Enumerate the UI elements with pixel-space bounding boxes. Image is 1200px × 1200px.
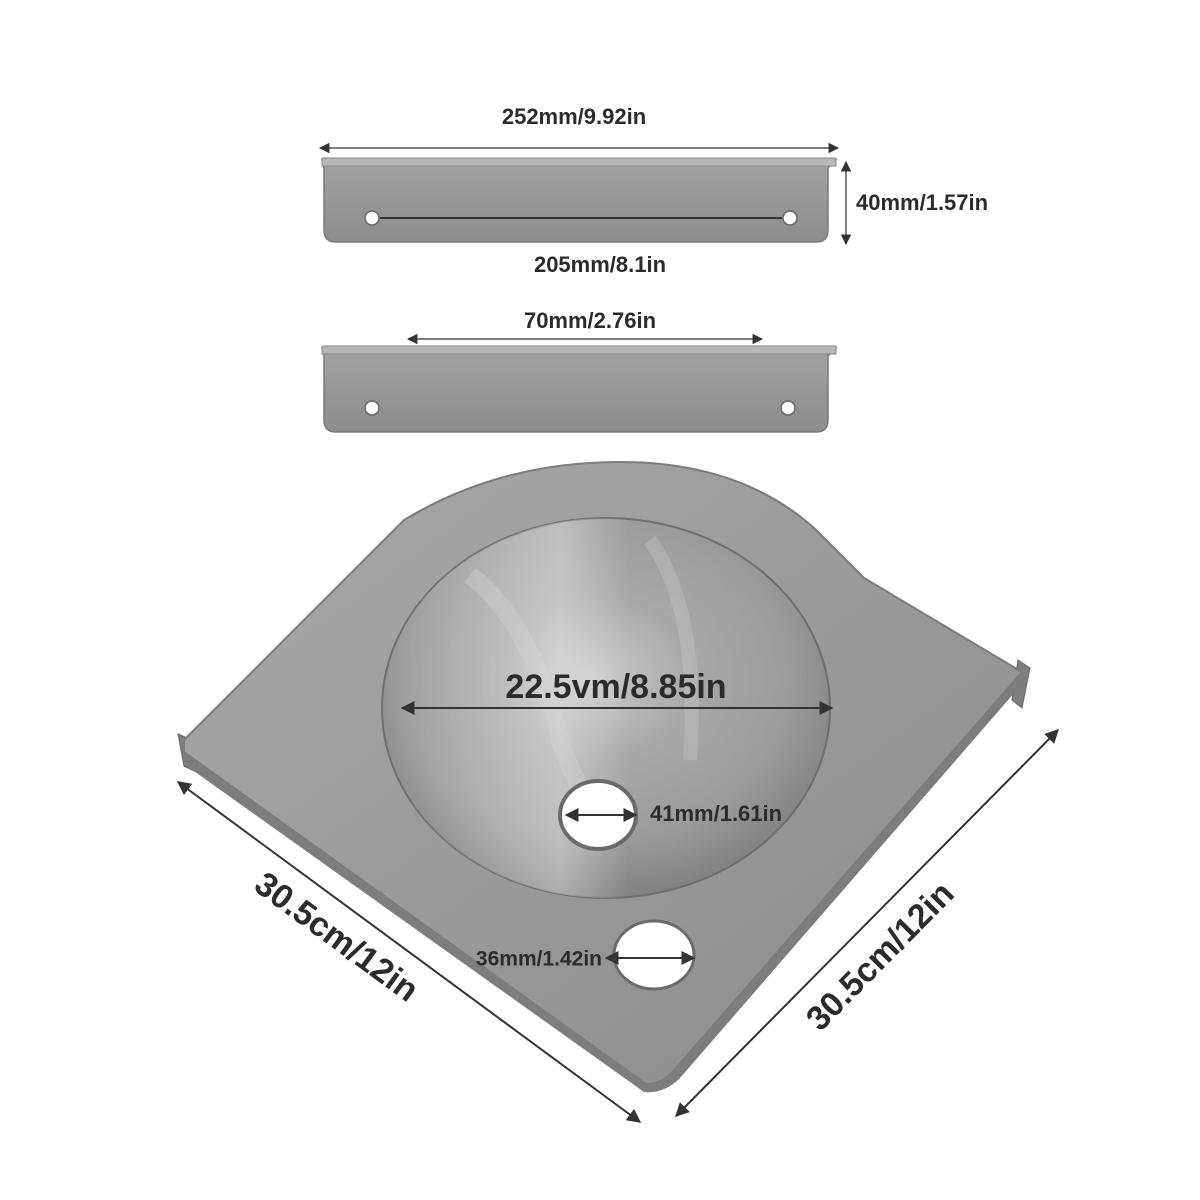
drain-hole-label: 41mm/1.61in (650, 801, 782, 826)
long-bracket-height-label: 40mm/1.57in (856, 190, 988, 215)
long-bracket-right-hole (782, 210, 798, 226)
short-bracket: 70mm/2.76in (321, 308, 838, 433)
right-edge-line (675, 729, 1059, 1117)
short-bracket-left-hole (364, 400, 380, 416)
tap-hole (612, 919, 696, 991)
hole-spacing-label: 205mm/8.1in (534, 252, 666, 277)
short-bracket-length-label: 70mm/2.76in (524, 308, 656, 333)
bowl-diameter-label: 22.5vm/8.85in (505, 668, 726, 706)
tap-hole-label: 36mm/1.42in (476, 948, 602, 971)
short-bracket-right-hole (780, 400, 796, 416)
long-bracket-length-label: 252mm/9.92in (502, 104, 646, 129)
corner-basin: 22.5vm/8.85in 41mm/1.61in 36mm/1.42in 30… (176, 460, 1059, 1123)
long-bracket-left-hole (364, 210, 380, 226)
long-bracket: 252mm/9.92in 40mm/1.57in 205mm/8.1in (318, 104, 988, 277)
left-edge-line (176, 781, 642, 1123)
